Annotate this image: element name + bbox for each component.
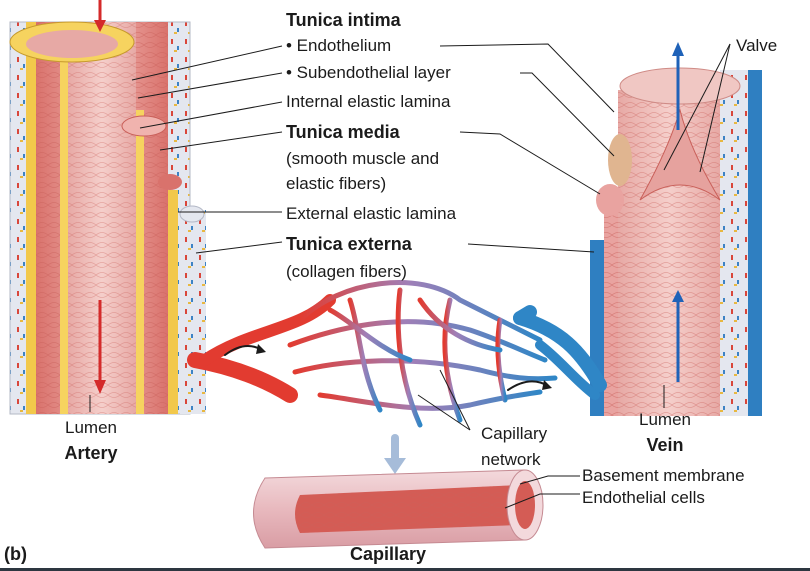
- label-tunica-media-desc-2: elastic fibers): [286, 174, 387, 193]
- label-tunica-intima: Tunica intima: [286, 10, 401, 30]
- leader-lines: [89, 43, 731, 509]
- capillary-network-illustration: [187, 280, 607, 474]
- label-capillary: Capillary: [350, 544, 427, 564]
- artery-illustration: [9, 0, 206, 415]
- panel-label: (b): [4, 544, 27, 564]
- label-tunica-externa-desc: (collagen fibers): [286, 262, 407, 281]
- label-valve: Valve: [736, 36, 778, 55]
- label-subendothelial-layer: • Subendothelial layer: [286, 63, 451, 82]
- label-capillary-network-line-2: network: [481, 450, 541, 469]
- label-capillary-network-line-1: Capillary: [481, 424, 548, 443]
- label-vein: Vein: [646, 435, 684, 455]
- label-internal-elastic-lamina: Internal elastic lamina: [286, 92, 451, 111]
- label-tunica-media: Tunica media: [286, 122, 400, 142]
- label-lumen-artery: Lumen: [65, 418, 117, 437]
- vein-illustration: [590, 42, 762, 416]
- label-lumen-vein: Lumen: [639, 410, 691, 429]
- label-endothelium: • Endothelium: [286, 36, 392, 55]
- label-endothelial-cells: Endothelial cells: [582, 488, 705, 507]
- label-external-elastic-lamina: External elastic lamina: [286, 204, 457, 223]
- label-tunica-media-desc-1: (smooth muscle and: [286, 149, 440, 168]
- capillary-tube-illustration: [253, 469, 544, 549]
- label-basement-membrane: Basement membrane: [582, 466, 745, 485]
- label-tunica-externa: Tunica externa: [286, 234, 412, 254]
- label-artery: Artery: [64, 443, 118, 463]
